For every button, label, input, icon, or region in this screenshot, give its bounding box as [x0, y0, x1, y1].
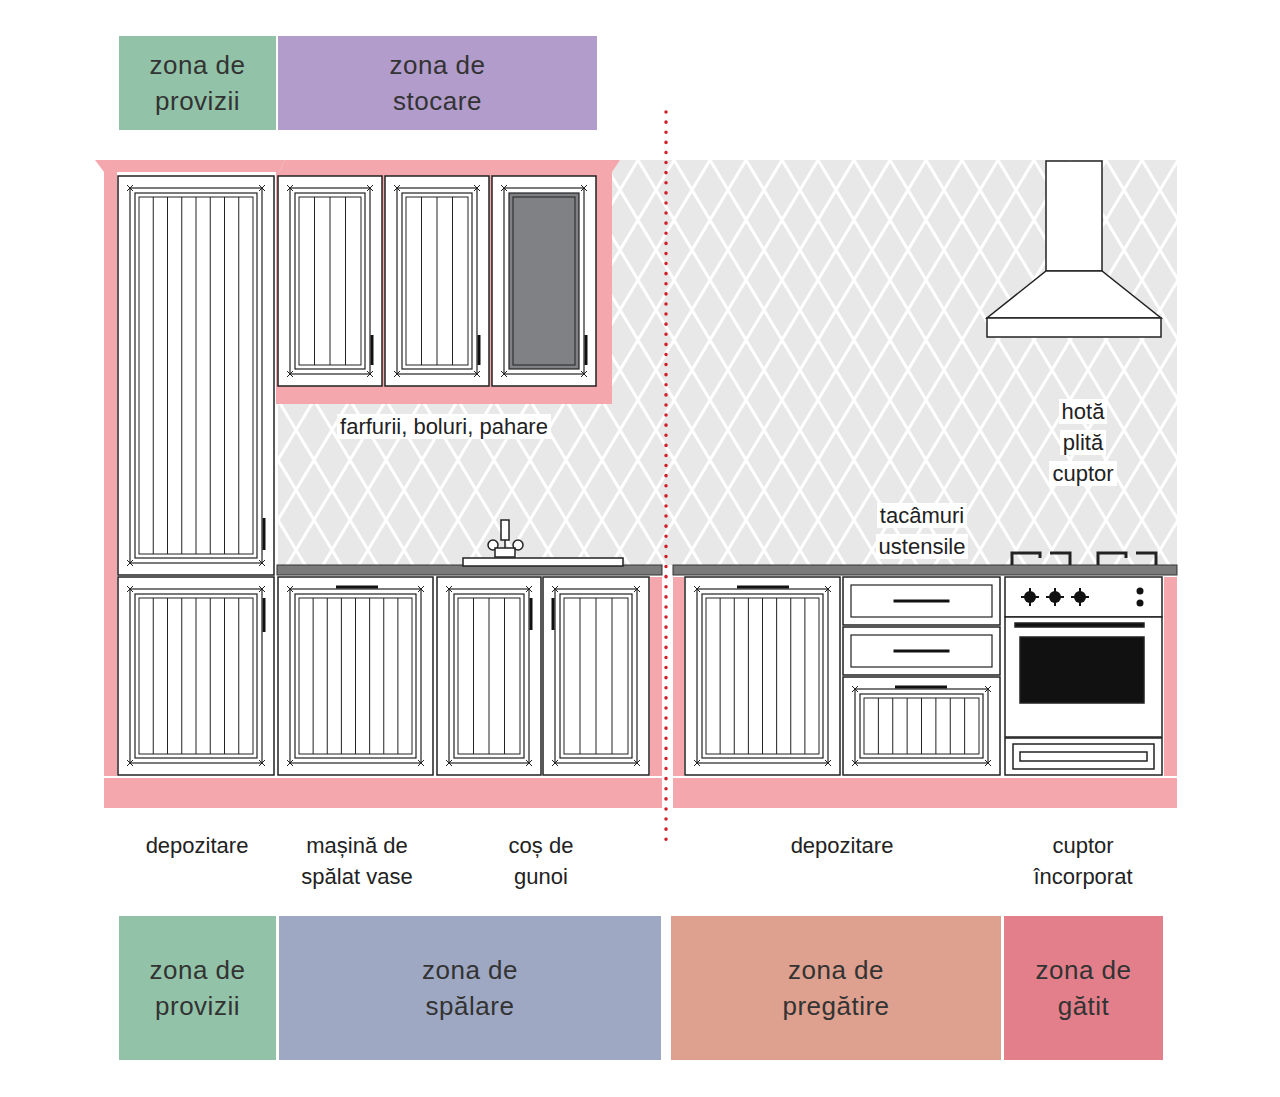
- item-label-text: depozitare: [788, 833, 897, 858]
- item-label: depozitare: [119, 830, 275, 861]
- cabinet-door: [492, 176, 596, 386]
- cabinet-frame: [95, 160, 1177, 808]
- item-label-text: mașină de spălat vase: [298, 833, 415, 889]
- supplies-zone: zona de provizii: [119, 36, 276, 130]
- stove: [1005, 553, 1162, 775]
- item-label-text: farfurii, boluri, pahare: [337, 414, 551, 439]
- divider-line: [664, 112, 668, 842]
- storage-zone: zona de stocare: [278, 36, 597, 130]
- item-label: cuptor încorporat: [1008, 830, 1158, 892]
- cabinet-door: [437, 577, 541, 775]
- zone-label: zona de stocare: [363, 47, 513, 119]
- cabinet-door: [843, 577, 1000, 625]
- item-label-text: cuptor încorporat: [1030, 833, 1135, 889]
- cabinet-door: [685, 577, 840, 775]
- tile-backsplash: [278, 160, 1177, 565]
- zone-label: zona de spălare: [395, 952, 545, 1024]
- item-label: hotă plită cuptor: [1038, 396, 1128, 489]
- cabinet-door: [118, 176, 274, 575]
- cabinet-door: [843, 627, 1000, 675]
- item-label-text: tacâmuri ustensile: [876, 503, 969, 559]
- cabinet-doors: [118, 176, 1000, 775]
- zone-label: zona de provizii: [123, 47, 273, 119]
- item-label: tacâmuri ustensile: [857, 500, 987, 562]
- item-label-text: hotă plită cuptor: [1049, 399, 1116, 486]
- stove-knobs: [1021, 588, 1144, 607]
- item-label: coș de gunoi: [491, 830, 591, 892]
- cabinet-door: [843, 677, 1000, 775]
- item-label-text: depozitare: [143, 833, 252, 858]
- zone-label: zona de provizii: [123, 952, 273, 1024]
- cabinet-door: [543, 577, 649, 775]
- washing-zone: zona de spălare: [279, 916, 661, 1060]
- supplies-zone: zona de provizii: [119, 916, 276, 1060]
- item-label-text: coș de gunoi: [506, 833, 577, 889]
- item-label: depozitare: [742, 830, 942, 861]
- countertop: [673, 565, 1177, 575]
- item-label: mașină de spălat vase: [279, 830, 435, 892]
- cabinet-door: [385, 176, 489, 386]
- item-label: farfurii, boluri, pahare: [284, 411, 604, 442]
- zone-label: zona de pregătire: [761, 952, 911, 1024]
- cooking-zone: zona de gătit: [1004, 916, 1163, 1060]
- zone-label: zona de gătit: [1009, 952, 1159, 1024]
- sink: [463, 520, 623, 566]
- range-hood: [987, 161, 1161, 337]
- cabinet-door: [278, 176, 382, 386]
- preparation-zone: zona de pregătire: [671, 916, 1001, 1060]
- cabinet-door: [118, 577, 274, 775]
- cabinet-door: [278, 577, 433, 775]
